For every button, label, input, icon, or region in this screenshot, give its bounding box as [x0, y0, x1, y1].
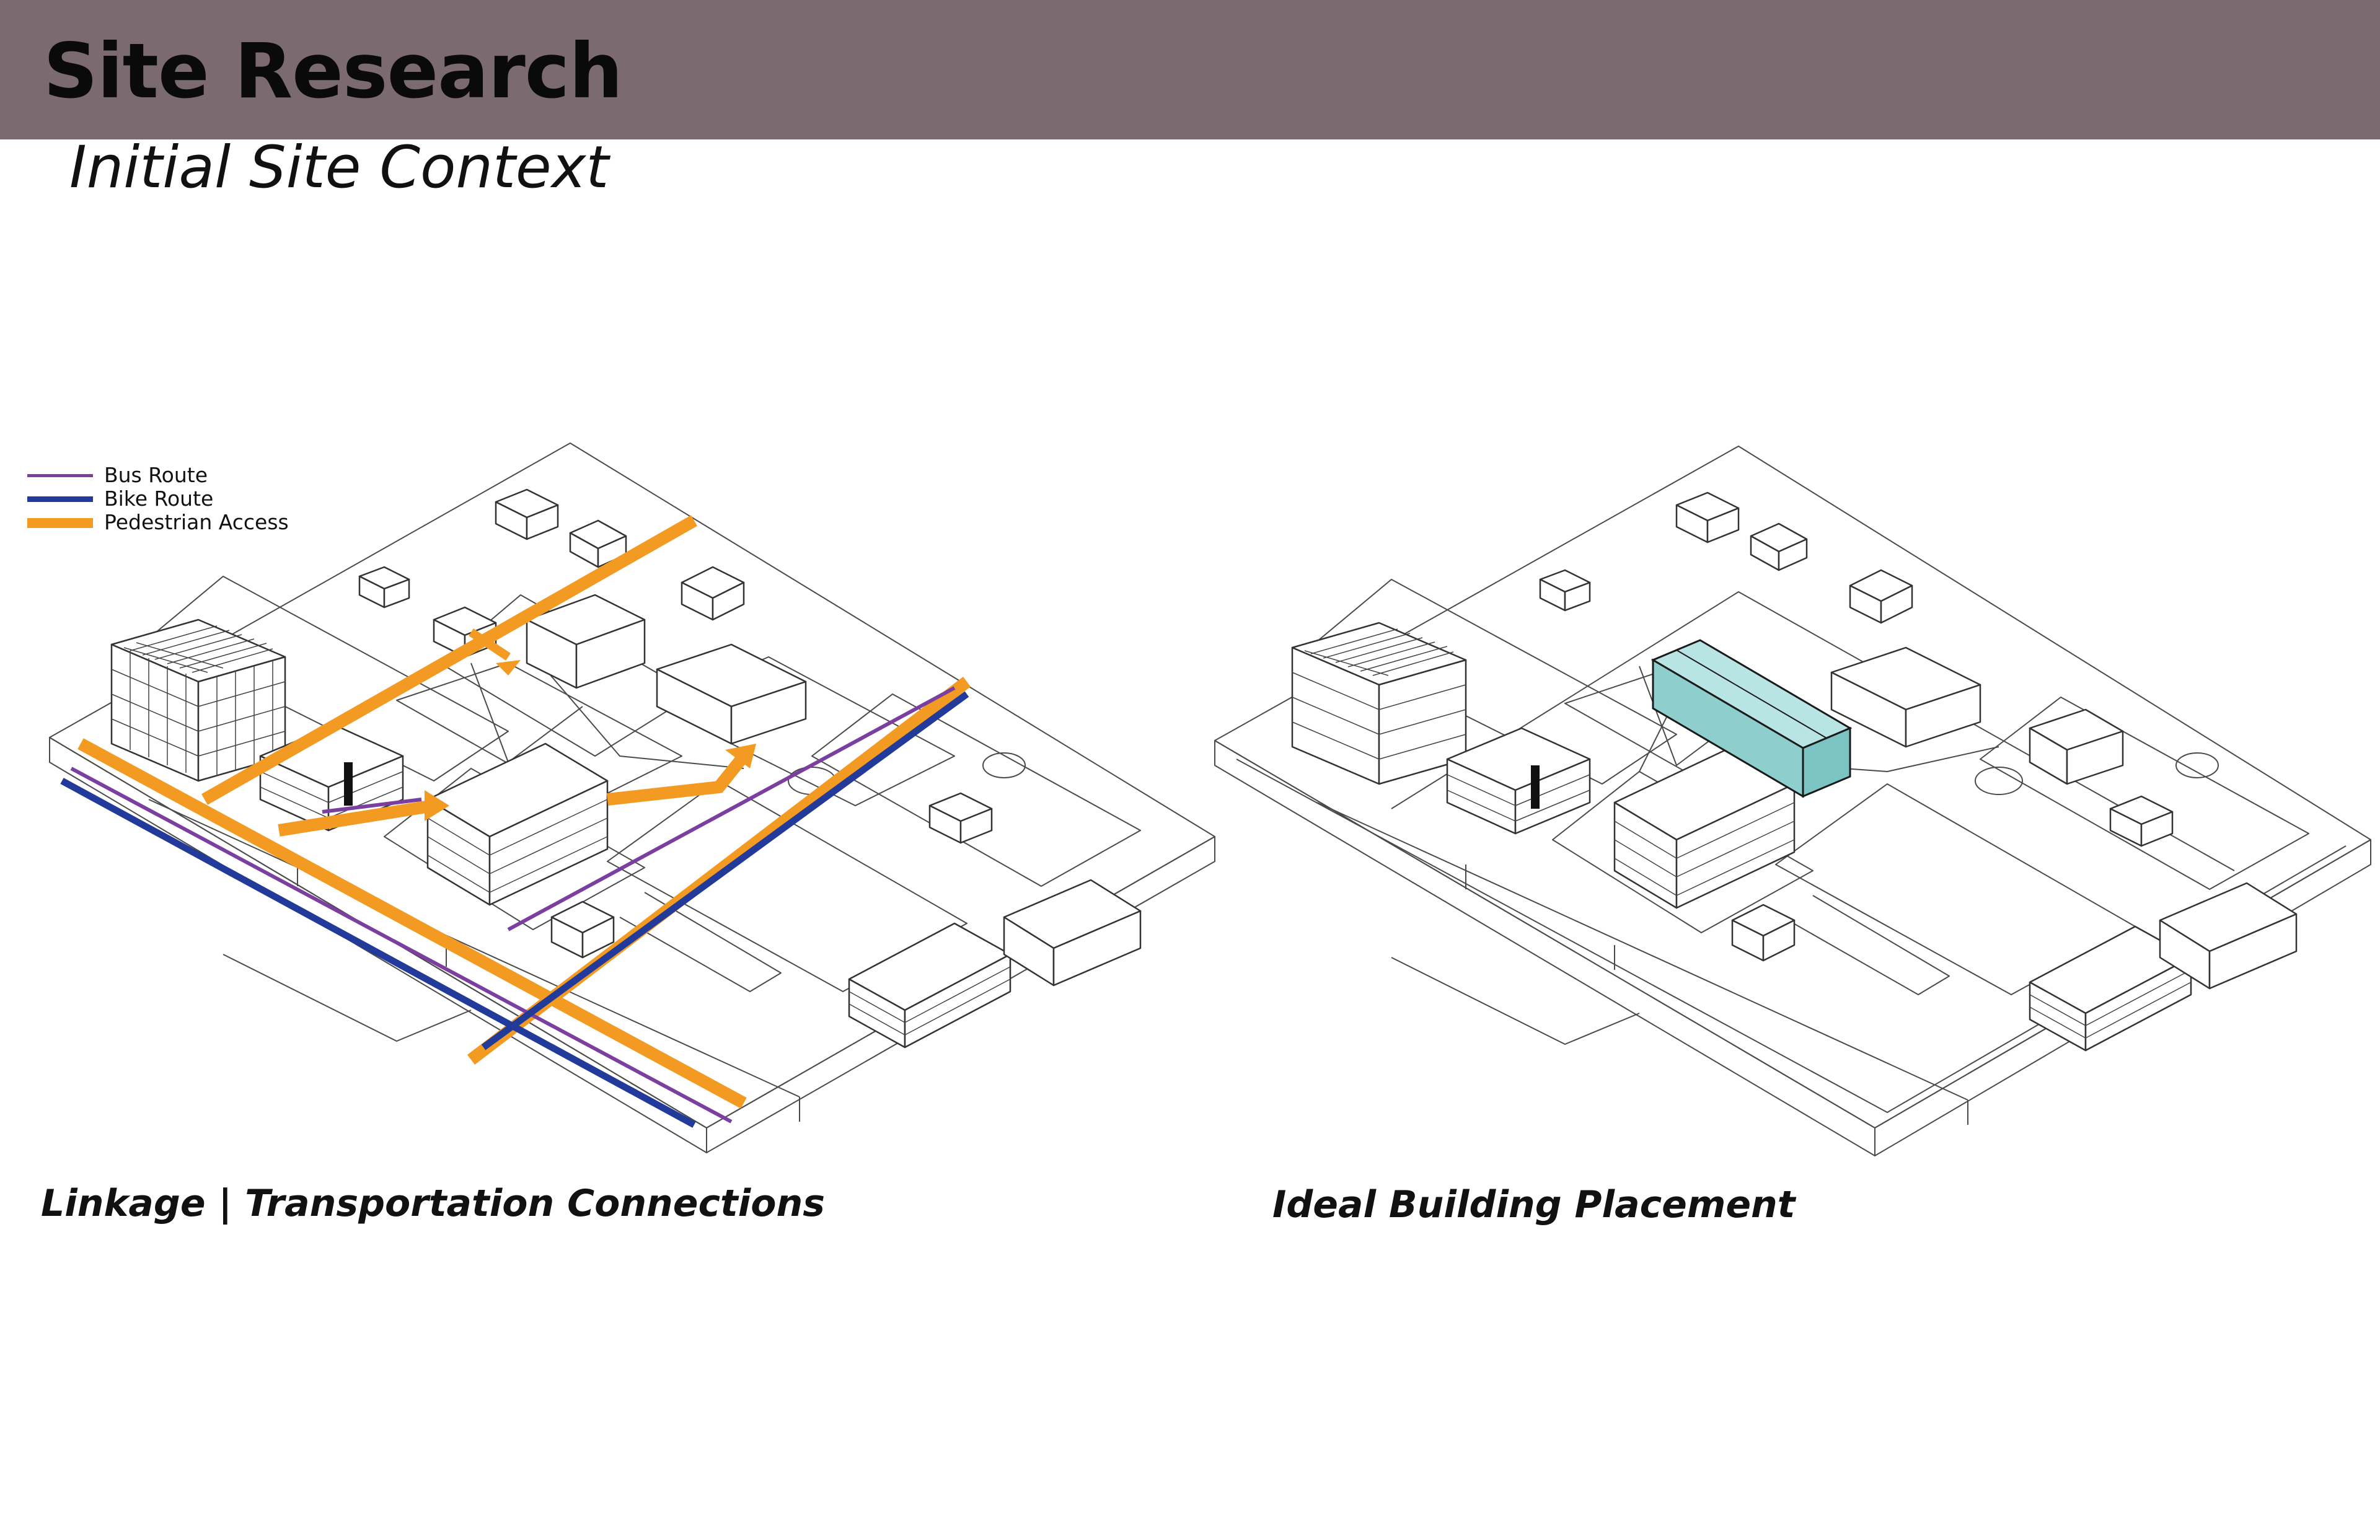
- residential-houses: [1539, 491, 2174, 962]
- linkage-caption: Linkage | Transportation Connections: [41, 1182, 825, 1225]
- plaza-circles: [1975, 752, 2219, 795]
- header-band: [0, 0, 2380, 139]
- proposed-building-massing: [1651, 639, 1853, 798]
- bus-route-swatch: [27, 474, 93, 477]
- pedestrian-access-swatch: [27, 518, 93, 528]
- placement-caption: Ideal Building Placement: [1272, 1183, 1796, 1226]
- page-title: Site Research: [43, 27, 623, 115]
- page-subtitle: Initial Site Context: [69, 134, 609, 201]
- placement-site-diagram: [1214, 446, 2371, 1156]
- residential-houses: [358, 488, 993, 959]
- bike-route-line: [60, 691, 969, 1128]
- tall-apartment-building: [110, 618, 286, 782]
- linkage-site-diagram: [49, 442, 1215, 1153]
- legend-label: Bus Route: [104, 463, 208, 487]
- bike-route-swatch: [27, 496, 93, 502]
- bus-route-line: [70, 686, 956, 1124]
- legend-label: Bike Route: [104, 486, 214, 511]
- tall-apartment-building: [1291, 622, 1467, 785]
- mid-rise-buildings: [1446, 646, 2298, 1052]
- mid-rise-buildings: [259, 594, 1142, 1049]
- legend-label: Pedestrian Access: [104, 510, 289, 534]
